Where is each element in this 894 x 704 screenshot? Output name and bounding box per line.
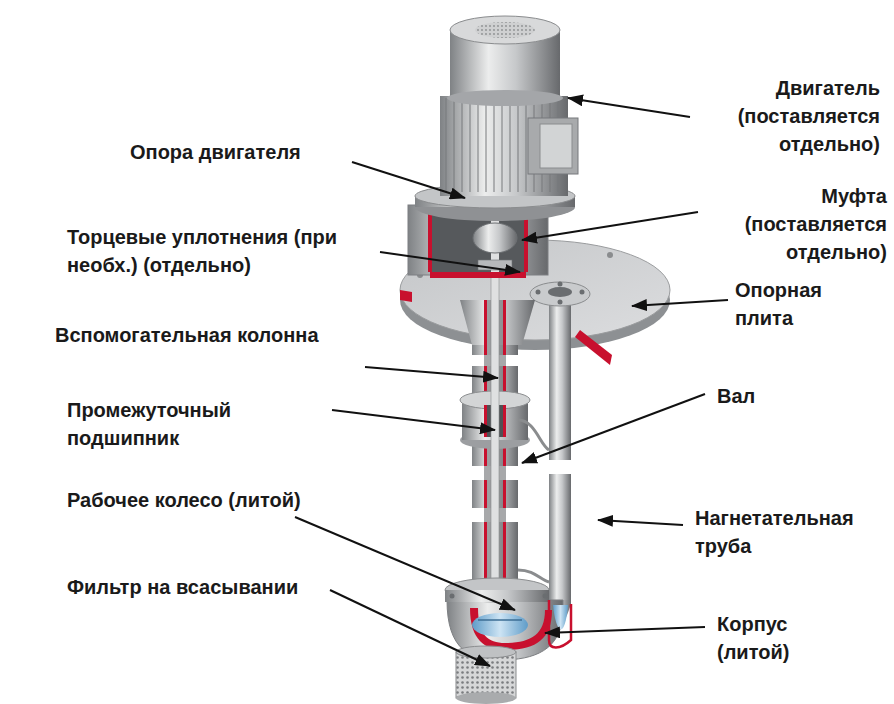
leader-line	[522, 394, 705, 463]
intermediate-bearing	[460, 391, 549, 450]
pump-casing	[478, 619, 522, 621]
part-label: Нагнетательная труба	[695, 504, 894, 560]
motor	[475, 22, 535, 38]
discharge-pipe	[580, 290, 585, 295]
motor	[485, 98, 486, 192]
leader-line	[295, 98, 728, 666]
leader-line	[632, 300, 728, 306]
intermediate-bearing	[484, 405, 487, 437]
part-label: Фильтр на всасывании	[67, 573, 467, 601]
discharge-pipe	[548, 287, 572, 297]
leader-line	[330, 590, 490, 666]
leader-line	[568, 98, 690, 117]
base-plate	[607, 252, 613, 258]
leader-line	[352, 162, 465, 198]
motor	[461, 98, 462, 192]
intermediate-bearing	[518, 420, 549, 450]
column	[484, 366, 487, 466]
base-plate	[400, 290, 412, 302]
intermediate-bearing	[503, 405, 506, 437]
discharge-pipe	[549, 300, 571, 460]
pump-casing	[445, 578, 549, 602]
discharge-pipe	[558, 282, 563, 287]
motor	[525, 98, 526, 192]
motor	[517, 98, 518, 192]
discharge-pipe	[558, 300, 563, 305]
pump-casing	[549, 600, 571, 648]
discharge-pipe	[530, 282, 590, 306]
part-label: Рабочее колесо (литой)	[67, 486, 467, 514]
pump-casing	[543, 594, 548, 599]
column	[484, 480, 487, 508]
pump-casing	[470, 608, 552, 650]
motor	[447, 90, 563, 106]
motor-support	[473, 223, 517, 253]
discharge-pipe	[536, 290, 541, 295]
part-label: Промежуточный подшипник	[67, 396, 287, 452]
leader-line	[598, 520, 683, 525]
pump-casing	[445, 570, 571, 660]
suction-strainer	[456, 646, 516, 658]
suction-strainer	[456, 692, 516, 704]
suction-strainer	[456, 652, 516, 698]
column	[503, 480, 506, 508]
motor	[528, 118, 578, 174]
discharge-pipe	[549, 474, 571, 604]
motor	[450, 16, 560, 44]
leader-line	[522, 212, 698, 240]
motor-support	[524, 214, 528, 272]
leader-line	[365, 367, 498, 378]
part-label: Муфта (поставляется отдельно)	[695, 182, 887, 266]
pump-casing	[553, 605, 568, 629]
pump-casing	[445, 590, 549, 602]
motor	[469, 98, 470, 192]
motor	[509, 98, 510, 192]
part-label: Двигатель (поставляется отдельно)	[690, 74, 880, 158]
column	[503, 300, 506, 355]
pump-casing	[447, 600, 563, 660]
part-label: Торцевые уплотнения (при необх.) (отдель…	[67, 223, 387, 279]
base-plate	[575, 330, 612, 365]
column	[484, 300, 487, 355]
leader-line	[380, 252, 520, 272]
leader-line	[332, 410, 495, 430]
leader-line	[545, 627, 705, 633]
motor	[493, 98, 494, 192]
part-label: Вал	[717, 382, 887, 410]
pump-casing	[518, 570, 549, 582]
motor	[501, 98, 502, 192]
motor	[540, 124, 572, 168]
pump-casing	[472, 613, 528, 637]
motor-support	[428, 214, 432, 272]
discharge-pipe	[530, 282, 590, 605]
part-label: Опорная плита	[735, 276, 865, 332]
motor-support	[430, 272, 526, 278]
motor	[445, 98, 446, 192]
motor-support	[428, 214, 528, 272]
part-label: Опора двигателя	[130, 138, 530, 166]
motor	[477, 98, 478, 192]
motor	[453, 98, 454, 192]
part-label: Корпус (литой)	[717, 610, 827, 666]
part-label: Вспомогательная колонна	[55, 321, 475, 349]
leader-line	[295, 517, 515, 610]
column	[503, 366, 506, 466]
pump-casing	[450, 594, 455, 599]
